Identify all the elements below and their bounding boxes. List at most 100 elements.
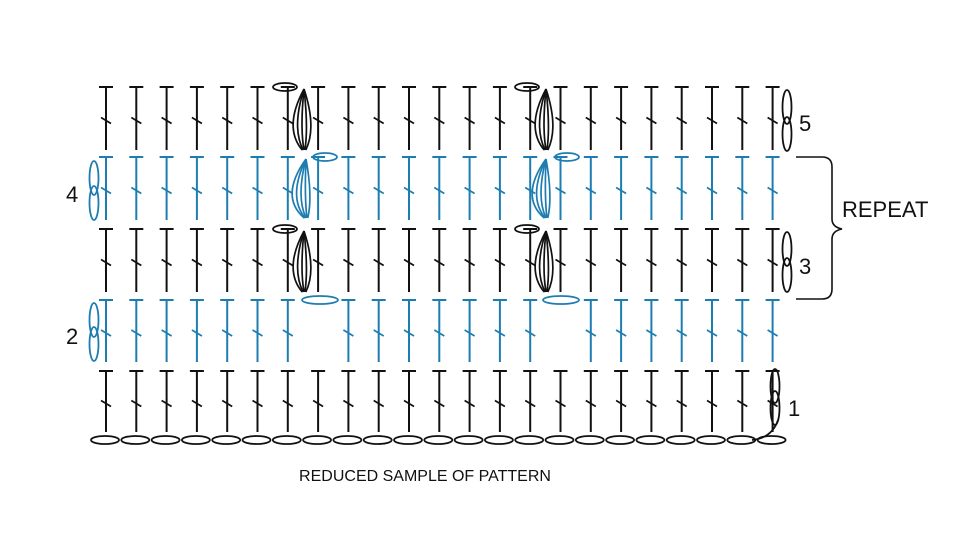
dc-slash [615,329,627,337]
dc-slash [464,186,476,195]
dc-slash [100,258,112,267]
dc-slash [524,186,536,195]
cluster-row5 [296,88,305,151]
dc-slash [706,116,718,125]
dc-slash [736,399,748,408]
dc-slash [373,258,385,267]
dc-slash [403,116,415,125]
chain-stitch [423,435,454,445]
cluster-row5 [545,88,554,151]
dc-slash [282,116,294,125]
dc-slash [433,186,445,195]
cluster-row3 [543,230,547,293]
cluster-row4 [295,158,307,219]
dc-slash [767,116,779,125]
dc-slash [676,186,688,195]
dc-slash [403,186,415,195]
dc-slash [585,399,597,408]
dc-slash [645,258,657,267]
dc-slash [282,399,294,408]
chain-stitch [542,295,580,305]
chain-stitch [554,152,580,162]
dc-slash [282,258,294,267]
repeat-bracket [796,156,843,300]
dc-slash [130,186,142,195]
chain-stitch [211,435,242,445]
dc-slash [736,329,748,337]
dc-slash [312,186,324,195]
cluster-row3 [301,230,305,293]
dc-slash [282,329,294,337]
dc-slash [464,329,476,337]
chain-stitch [635,435,666,445]
turning-chain [88,160,100,196]
dc-slash [403,258,415,267]
turning-chain [781,116,793,152]
dc-slash [221,258,233,267]
dc-slash [524,399,536,408]
cluster-row5 [292,88,305,151]
dc-slash [312,399,324,408]
cluster-row4 [304,158,308,219]
chain-stitch [756,435,787,445]
dc-slash [494,258,506,267]
dc-slash [706,399,718,408]
foundation-turn [751,419,779,441]
chain-stitch [332,435,363,445]
dc-slash [252,258,263,267]
cluster-row5 [534,88,547,151]
chain-stitch [665,435,696,445]
dc-slash [645,186,657,195]
dc-slash [100,116,112,125]
dc-slash [706,258,718,267]
dc-slash [585,258,597,267]
dc-slash [555,116,566,125]
turning-chain [88,302,100,338]
chain-stitch [483,435,514,445]
dc-slash [767,329,779,337]
dc-slash [161,399,173,408]
cluster-row5 [543,88,547,151]
chain-stitch [271,435,302,445]
dc-slash [706,186,718,195]
chain-stitch [514,435,545,445]
dc-slash [645,329,657,337]
row-label-1: 1 [788,396,800,421]
dc-slash [252,399,263,408]
cluster-row4 [545,158,551,219]
dc-slash [767,399,779,408]
turning-chain [781,231,793,267]
dc-slash [312,116,324,125]
dc-slash [161,116,173,125]
dc-slash [403,399,415,408]
cluster-row3 [296,230,305,293]
cluster-row4 [531,158,547,219]
cluster-row5 [545,88,550,151]
dc-slash [161,329,173,337]
dc-slash [676,329,688,337]
dc-slash [342,329,354,337]
cluster-row3 [292,230,305,293]
dc-slash [221,329,233,337]
dc-slash [130,116,142,125]
dc-slash [342,258,354,267]
chain-stitch [301,295,339,305]
turning-chain [769,368,781,404]
chain-stitch [574,435,605,445]
dc-slash [312,258,324,267]
chain-stitch [302,435,333,445]
dc-slash [403,329,415,337]
row-label-5: 5 [799,111,811,136]
cluster-row3 [545,230,550,293]
turning-chain [781,257,793,293]
row-label-4: 4 [66,182,78,207]
dc-slash [736,258,748,267]
dc-slash [221,186,233,195]
cluster-row5 [538,88,547,151]
chart-caption: REDUCED SAMPLE OF PATTERN [299,468,551,485]
chain-stitch [90,435,120,445]
dc-slash [676,258,688,267]
chain-stitch [362,435,393,445]
dc-slash [100,329,112,337]
